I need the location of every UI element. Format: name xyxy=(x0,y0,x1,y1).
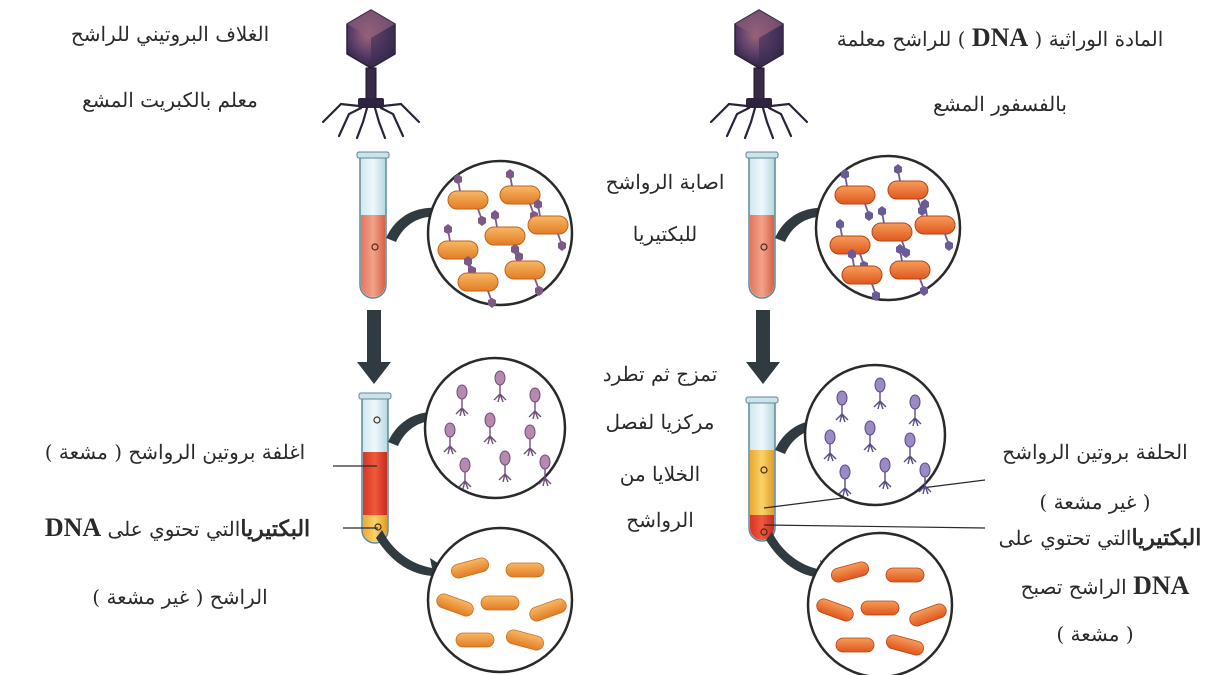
phage-right-icon xyxy=(711,10,807,138)
down-arrow-left xyxy=(357,310,391,384)
tube-right-centrifuged xyxy=(746,397,778,541)
right-caption-part-b: ) للراشح معلمة xyxy=(837,27,966,51)
left-phage-caption-line1: الغلاف البروتيني للراشح xyxy=(40,22,300,46)
right-pellet-label-line3: ( مشعة ) xyxy=(985,622,1205,646)
left-pellet-bacteria: البكتيريا xyxy=(240,516,310,542)
magnify-right-bacteria xyxy=(808,533,952,675)
right-caption-part-a: المادة الوراثية ( xyxy=(1035,27,1164,51)
right-phage-caption-line2: بالفسفور المشع xyxy=(880,92,1120,116)
tube-left-top xyxy=(357,152,389,298)
centrifuge-label-line3: الخلايا من xyxy=(580,462,740,486)
right-pellet-bacteria: البكتيريا xyxy=(1131,525,1201,551)
right-pellet-rest: التي تحتوي على xyxy=(999,526,1132,550)
phage-left-icon xyxy=(323,10,419,138)
centrifuge-label-line2: مركزيا لفصل xyxy=(580,410,740,434)
right-pellet-dna: DNA xyxy=(1133,571,1189,600)
right-pellet-becomes: الراشح تصبح xyxy=(1021,575,1127,599)
right-supernatant-label-line2: ( غير مشعة ) xyxy=(985,490,1205,514)
centrifuge-label-line1: تمزج ثم تطرد xyxy=(580,362,740,386)
centrifuge-label-line4: الرواشح xyxy=(580,508,740,532)
right-phage-caption-line1: المادة الوراثية ( DNA ) للراشح معلمة xyxy=(805,22,1195,53)
left-pellet-label: البكتيرياالتي تحتوي على DNA xyxy=(10,512,345,543)
infection-label-line1: اصابة الرواشح xyxy=(585,170,745,194)
magnify-right-ghosts xyxy=(805,365,945,505)
right-pellet-label-line2: DNA الراشح تصبح xyxy=(985,570,1225,601)
right-pellet-label: البكتيرياالتي تحتوي على xyxy=(980,525,1220,551)
infection-label-line2: للبكتيريا xyxy=(585,222,745,246)
left-phage-caption-line2: معلم بالكبريت المشع xyxy=(40,88,300,112)
magnify-left-infection xyxy=(428,161,572,308)
left-pellet-label-line2: الراشح ( غير مشعة ) xyxy=(60,585,300,609)
magnify-right-infection xyxy=(816,156,960,301)
tube-right-top xyxy=(746,152,778,298)
magnify-left-bacteria xyxy=(428,528,572,672)
right-caption-dna: DNA xyxy=(972,23,1028,52)
left-pellet-dna: DNA xyxy=(45,513,101,542)
right-supernatant-label-line1: الحلفة بروتين الرواشح xyxy=(985,440,1205,464)
left-pellet-rest: التي تحتوي على xyxy=(108,517,241,541)
left-supernatant-label: اغلفة بروتين الرواشح ( مشعة ) xyxy=(20,440,330,464)
down-arrow-right xyxy=(746,310,780,384)
tube-left-centrifuged xyxy=(359,393,391,543)
magnify-left-ghosts xyxy=(425,358,565,498)
